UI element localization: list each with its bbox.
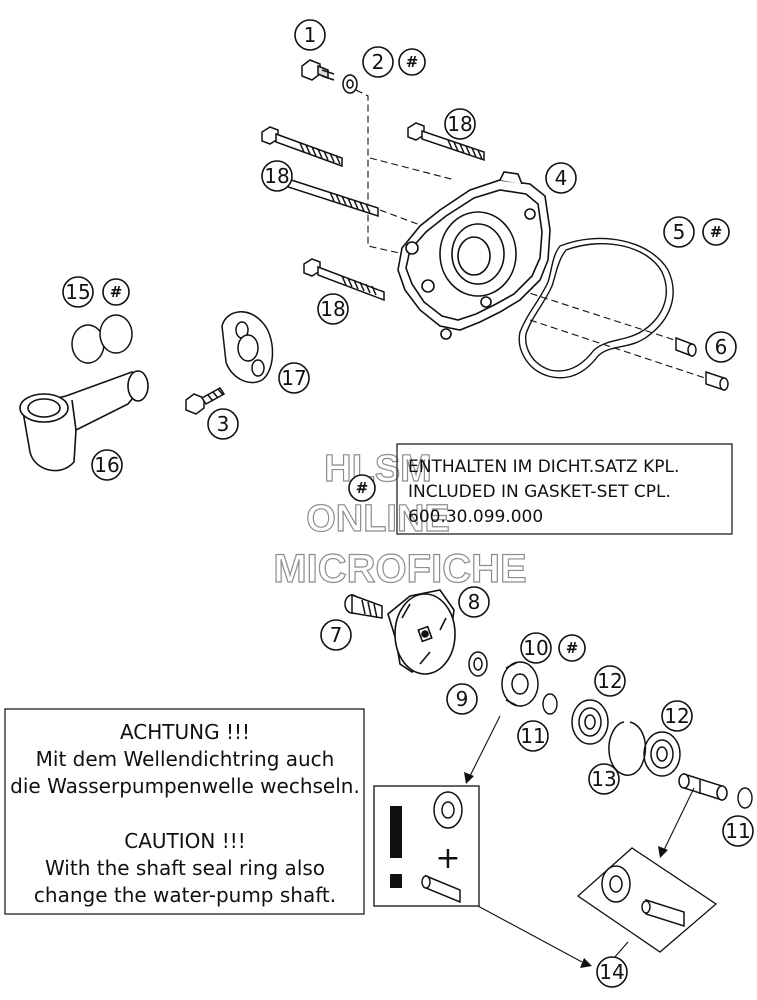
callout-4: 4 [545, 162, 577, 194]
callout-5: 5 [663, 216, 695, 248]
callout-12-upper: 12 [594, 665, 626, 697]
part-11-circlip-inner [542, 693, 558, 715]
hash-label: # [356, 479, 369, 497]
callout-11-label: 11 [725, 819, 750, 843]
callout-6-label: 6 [715, 335, 728, 359]
callout-18-label: 18 [264, 164, 289, 188]
callout-2-label: 2 [372, 50, 385, 74]
callout-8: 8 [458, 586, 490, 618]
callout-1-label: 1 [304, 23, 317, 47]
gasket-note-hash-badge: # [348, 474, 376, 502]
part-12-bearing-2 [643, 731, 681, 777]
callout-1: 1 [294, 19, 326, 51]
caution-en-line-2: change the water-pump shaft. [34, 883, 336, 907]
callout-13: 13 [588, 763, 620, 795]
callout-10: 10 [520, 632, 552, 664]
leader-lines [469, 715, 695, 963]
hash-label: # [710, 223, 723, 241]
callout-14: 14 [596, 956, 628, 988]
caution-de-title: ACHTUNG !!! [120, 720, 250, 744]
callout-3-label: 3 [217, 412, 230, 436]
part-17-flange-gasket [221, 311, 274, 384]
callout-10-hash: # [558, 634, 586, 662]
caution-box: ACHTUNG !!! Mit dem Wellendichtring auch… [4, 708, 365, 915]
leader-arrowheads [464, 772, 668, 968]
callout-7: 7 [320, 619, 352, 651]
watermark-line-1: HLSM [324, 448, 432, 490]
kit-box-right [576, 847, 718, 953]
callout-16-label: 16 [94, 453, 119, 477]
gasket-note-box: ENTHALTEN IM DICHT.SATZ KPL. INCLUDED IN… [396, 443, 733, 535]
part-8-impeller [387, 589, 456, 675]
callout-17: 17 [278, 362, 310, 394]
part-18-bolt-lower [303, 258, 385, 302]
caution-en-line-1: With the shaft seal ring also [45, 856, 325, 880]
callout-15-label: 15 [65, 280, 90, 304]
callouts: 1 2 # 18 18 4 5 # 15 # 18 6 17 3 16 8 7 … [62, 19, 754, 988]
part-6-dowel-pins [675, 336, 729, 392]
pump-shaft [678, 772, 728, 802]
kit-box-left: + [373, 785, 480, 907]
hash-label: # [566, 639, 579, 657]
callout-2: 2 [362, 46, 394, 78]
callout-18-low: 18 [317, 293, 349, 325]
callout-9-label: 9 [456, 687, 469, 711]
caution-de-line-2: die Wasserpumpenwelle wechseln. [10, 774, 360, 798]
part-10-shaft-seal [501, 661, 539, 707]
callout-5-hash: # [702, 218, 730, 246]
callout-2-hash: # [398, 48, 426, 76]
callout-9: 9 [446, 683, 478, 715]
callout-18-label: 18 [447, 112, 472, 136]
callout-13-label: 13 [591, 767, 616, 791]
callout-15: 15 [62, 276, 94, 308]
callout-3: 3 [207, 408, 239, 440]
gasket-note-line-2: INCLUDED IN GASKET-SET CPL. [408, 482, 671, 502]
callout-12-lower: 12 [661, 700, 693, 732]
callout-18-mid: 18 [261, 160, 293, 192]
callout-4-label: 4 [555, 166, 568, 190]
part-4-pump-cover [397, 171, 551, 340]
callout-14-label: 14 [599, 960, 624, 984]
callout-17-label: 17 [281, 366, 306, 390]
part-13-snap-ring [608, 721, 647, 776]
gasket-note-line-3: 600.30.099.000 [408, 507, 543, 527]
part-1-bolt [301, 59, 335, 81]
callout-18-label: 18 [320, 297, 345, 321]
part-15-o-rings [71, 314, 133, 364]
callout-8-label: 8 [468, 590, 481, 614]
caution-de-line-1: Mit dem Wellendichtring auch [36, 747, 335, 771]
callout-18-top: 18 [444, 108, 476, 140]
hash-label: # [110, 283, 123, 301]
part-7-impeller-bolt [344, 593, 383, 619]
part-2-washer [342, 74, 358, 94]
callout-12-label: 12 [664, 704, 689, 728]
callout-11-label: 11 [520, 724, 545, 748]
watermark-line-3: MICROFICHE [273, 547, 526, 591]
part-11-circlip-outer [737, 787, 753, 809]
callout-5-label: 5 [673, 220, 686, 244]
part-18-bolt-upper-left [261, 126, 343, 168]
part-16-hose-elbow [19, 370, 149, 472]
hash-label: # [406, 53, 419, 71]
callout-10-label: 10 [523, 636, 548, 660]
part-3-bolt [185, 387, 226, 415]
gasket-note-line-1: ENTHALTEN IM DICHT.SATZ KPL. [408, 457, 679, 477]
part-9-washer [468, 651, 488, 677]
part-18-bolt-upper-right [407, 122, 485, 162]
callout-11-right: 11 [722, 815, 754, 847]
part-12-bearing-1 [571, 699, 609, 745]
callout-15-hash: # [102, 278, 130, 306]
callout-7-label: 7 [330, 623, 343, 647]
callout-6: 6 [705, 331, 737, 363]
part-5-o-ring [518, 237, 674, 379]
caution-en-title: CAUTION !!! [124, 829, 246, 853]
callout-11-left: 11 [517, 720, 549, 752]
watermark: HLSM ONLINE MICROFICHE [273, 447, 528, 591]
callout-16: 16 [91, 449, 123, 481]
kit-plus-sign: + [435, 841, 460, 876]
callout-12-label: 12 [597, 669, 622, 693]
